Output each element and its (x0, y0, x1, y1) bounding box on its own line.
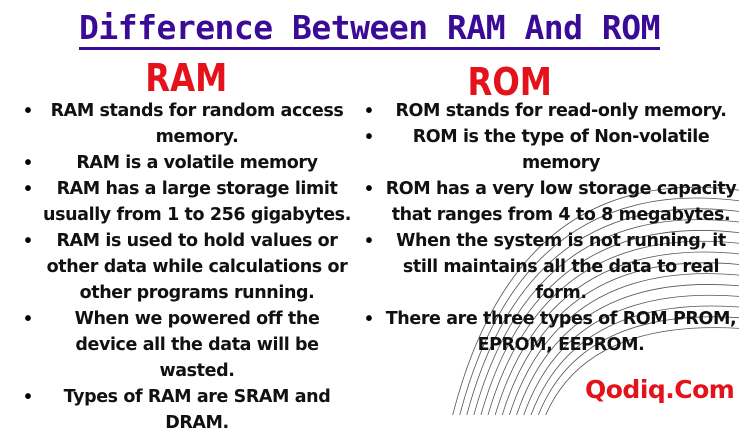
list-item-text: ROM has a very low storage capacity that… (385, 179, 737, 225)
list-item: • There are three types of ROM PROM, EPRO… (355, 306, 739, 358)
title-text: Difference Between RAM And ROM (78, 8, 661, 50)
list-item: • When we powered off the device all the … (14, 306, 352, 384)
list-item-text: RAM is a volatile memory (76, 153, 318, 173)
brand-watermark: Qodiq.Com (585, 375, 735, 404)
list-item-text: RAM is used to hold values or other data… (46, 231, 348, 303)
list-item: • Types of RAM are SRAM and DRAM. (14, 384, 352, 436)
list-item-text: ROM stands for read-only memory. (395, 101, 727, 121)
rom-heading: ROM (467, 60, 552, 104)
arc-line (473, 219, 739, 415)
list-item-text: RAM stands for random access memory. (50, 101, 344, 147)
bullet-icon: • (24, 152, 32, 174)
arc-line (452, 186, 739, 415)
arc-line (466, 208, 739, 415)
arc-line (530, 305, 739, 415)
arc-line (459, 197, 739, 415)
page-title: Difference Between RAM And ROM (0, 8, 739, 50)
list-item: • RAM stands for random access memory. (14, 98, 352, 150)
arc-line (494, 251, 739, 415)
bullet-icon: • (24, 178, 32, 200)
list-item: • RAM has a large storage limit usually f… (14, 176, 352, 228)
list-item: • RAM is a volatile memory (14, 150, 352, 176)
list-item: • ROM has a very low storage capacity tha… (355, 176, 739, 228)
arc-line (501, 262, 739, 415)
arc-line (480, 230, 739, 415)
list-item: • RAM is used to hold values or other dat… (14, 228, 352, 306)
bullet-icon: • (24, 100, 32, 122)
rom-list: • ROM stands for read-only memory. • ROM is… (355, 98, 739, 358)
list-item-text: There are three types of ROM PROM, EPROM… (385, 309, 737, 355)
list-item-text: Types of RAM are SRAM and DRAM. (63, 387, 331, 433)
bullet-icon: • (365, 230, 373, 252)
bullet-icon: • (365, 308, 373, 330)
decorative-arcs (452, 186, 739, 415)
bullet-icon: • (365, 126, 373, 148)
arc-line (516, 284, 739, 415)
arc-line (545, 327, 739, 415)
list-item: • ROM stands for read-only memory. (355, 98, 739, 124)
bullet-icon: • (24, 386, 32, 408)
arc-line (487, 240, 739, 415)
bullet-icon: • (365, 100, 373, 122)
arc-line (537, 316, 739, 415)
list-item-text: When the system is not running, it still… (396, 231, 726, 303)
ram-heading: RAM (145, 56, 228, 100)
list-item: • ROM is the type of Non-volatile memory (355, 124, 739, 176)
list-item: • When the system is not running, it stil… (355, 228, 739, 306)
bullet-icon: • (24, 308, 32, 330)
list-item-text: RAM has a large storage limit usually fr… (43, 179, 351, 225)
arc-line (509, 273, 739, 415)
ram-list: • RAM stands for random access memory. • RA… (14, 98, 352, 436)
list-item-text: When we powered off the device all the d… (74, 309, 320, 381)
arc-line (523, 294, 739, 415)
bullet-icon: • (24, 230, 32, 252)
list-item-text: ROM is the type of Non-volatile memory (412, 127, 710, 173)
bullet-icon: • (365, 178, 373, 200)
